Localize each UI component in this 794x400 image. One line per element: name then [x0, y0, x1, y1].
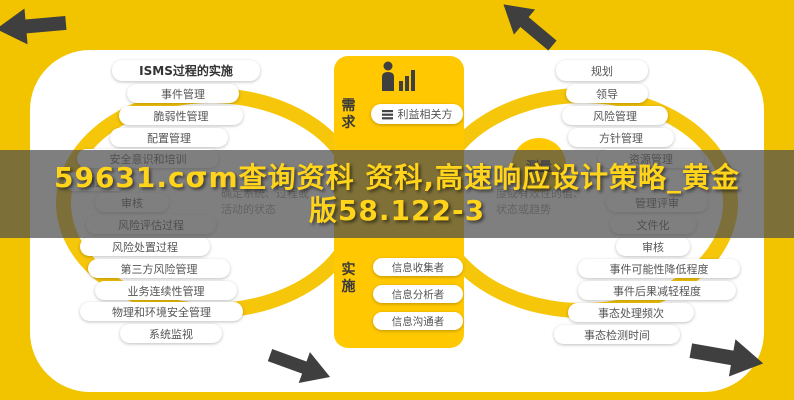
process-node: 物理和环境安全管理 — [80, 302, 243, 321]
process-node: 事态处理频次 — [568, 303, 694, 322]
process-node: 事件管理 — [127, 84, 239, 103]
arrow-bottom-left-icon — [267, 349, 331, 384]
phase-label-requirements: 需求 — [341, 98, 356, 131]
left-column-header: ISMS过程的实施 — [112, 60, 260, 81]
process-node: 风险处置过程 — [80, 237, 210, 256]
watermark-text-line1: 59631.cσm查询资科 资科,高速响应设计策略_黄金 — [53, 161, 740, 194]
process-node: 领导 — [566, 84, 648, 103]
stakeholder-label: 利益相关方 — [397, 108, 453, 121]
role-node: 信息收集者 — [373, 258, 463, 276]
phase-label-implementation: 实施 — [341, 262, 356, 295]
process-node: 系统监视 — [120, 324, 222, 343]
process-node: 事件可能性降低程度 — [578, 259, 740, 278]
arrow-top-left-icon — [0, 8, 67, 45]
process-node: 审核 — [616, 237, 690, 256]
process-node: 第三方风险管理 — [88, 259, 230, 278]
process-node: 业务连续性管理 — [95, 281, 237, 300]
process-node: 事件后果减轻程度 — [578, 281, 736, 300]
process-node: 方针管理 — [568, 128, 674, 147]
list-icon — [381, 109, 393, 119]
process-node: 规划 — [556, 60, 648, 81]
arrow-bottom-right-icon — [689, 339, 764, 377]
process-node: 脆弱性管理 — [119, 106, 243, 125]
process-node: 配置管理 — [110, 128, 228, 147]
process-node: 风险管理 — [562, 106, 668, 125]
stakeholder-node: 利益相关方 — [371, 104, 463, 124]
watermark-text-line2: 版58.122-3 — [308, 194, 486, 227]
arrow-top-right-icon — [503, 4, 557, 51]
watermark-overlay: 59631.cσm查询资科 资科,高速响应设计策略_黄金 版58.122-3 — [0, 150, 794, 238]
role-node: 信息沟通者 — [373, 312, 463, 330]
role-node: 信息分析者 — [373, 285, 463, 303]
person-with-bars-icon — [382, 61, 415, 91]
process-node: 事态检测时间 — [554, 325, 680, 344]
